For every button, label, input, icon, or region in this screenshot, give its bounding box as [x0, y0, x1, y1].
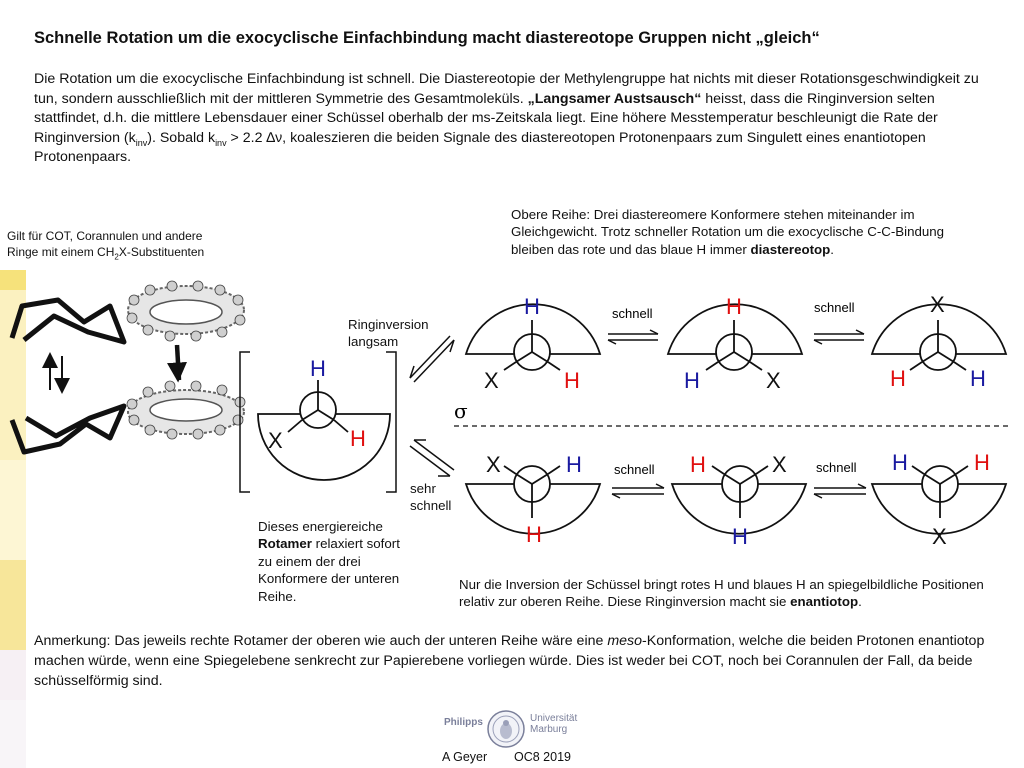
corannulene-equilibrium-arrows	[167, 344, 187, 383]
newman-bottom-3-labels: H H X	[892, 450, 990, 549]
fast-label-top-1: schnell	[612, 306, 653, 321]
footer-author: A Geyer	[442, 750, 488, 764]
transition-bracket	[239, 351, 397, 493]
newman-top-1-labels: H X H	[484, 294, 580, 393]
svg-text:H: H	[684, 368, 700, 393]
left-note: Gilt für COT, Corannulen und andere Ring…	[7, 229, 205, 262]
very-fast-arrows	[409, 439, 455, 477]
svg-text:X: X	[268, 428, 283, 453]
rotamer-caption: Dieses energiereiche Rotamer relaxiert s…	[258, 519, 400, 604]
cot-structure-bottom	[9, 403, 127, 455]
svg-text:X: X	[766, 368, 781, 393]
svg-text:H: H	[690, 452, 706, 477]
svg-text:H: H	[732, 524, 748, 549]
svg-text:H: H	[564, 368, 580, 393]
newman-bottom-3	[870, 465, 1008, 535]
newman-center-labels: H X H	[268, 356, 366, 453]
newman-top-2	[666, 303, 804, 371]
newman-bottom-1-labels: X H H	[486, 452, 582, 547]
newman-center	[257, 380, 391, 481]
fast-label-bottom-1: schnell	[614, 462, 655, 477]
newman-top-3	[870, 303, 1008, 371]
svg-text:H: H	[726, 294, 742, 319]
svg-text:X: X	[932, 524, 947, 549]
footer-course: OC8 2019	[514, 750, 571, 764]
intro-paragraph: Die Rotation um die exocyclische Einfach…	[34, 71, 979, 166]
ring-inversion-arrows	[409, 335, 455, 383]
svg-text:X: X	[484, 368, 499, 393]
svg-text:H: H	[970, 366, 986, 391]
sigma-symbol: σ	[454, 399, 468, 423]
top-arrows-2	[813, 329, 865, 345]
fast-label-bottom-2: schnell	[816, 460, 857, 475]
svg-text:H: H	[524, 294, 540, 319]
university-seal-icon	[487, 710, 525, 748]
svg-text:H: H	[890, 366, 906, 391]
newman-top-2-labels: H H X	[684, 294, 781, 393]
newman-bottom-1	[464, 465, 602, 535]
fast-label-top-2: schnell	[814, 300, 855, 315]
svg-text:H: H	[350, 426, 366, 451]
svg-text:H: H	[566, 452, 582, 477]
svg-text:H: H	[892, 450, 908, 475]
bottom-row-caption: Nur die Inversion der Schüssel bringt ro…	[459, 577, 984, 610]
page-title: Schnelle Rotation um die exocyclische Ei…	[34, 29, 820, 47]
newman-top-3-labels: X H H	[890, 292, 986, 391]
remark-paragraph: Anmerkung: Das jeweils rechte Rotamer de…	[34, 633, 985, 689]
corannulene-structure-top	[126, 280, 246, 342]
svg-text:X: X	[486, 452, 501, 477]
newman-bottom-2	[670, 465, 808, 535]
corannulene-structure-bottom	[126, 380, 246, 440]
logo-philipps: Philipps	[444, 717, 483, 728]
svg-text:H: H	[310, 356, 326, 381]
top-arrows-1	[607, 329, 659, 345]
svg-text:X: X	[930, 292, 945, 317]
sidebar-decoration	[0, 0, 26, 768]
newman-bottom-2-labels: H X H	[690, 452, 787, 549]
svg-text:X: X	[772, 452, 787, 477]
svg-text:H: H	[974, 450, 990, 475]
bottom-arrows-2	[813, 483, 867, 499]
newman-top-1	[464, 303, 602, 371]
svg-text:H: H	[526, 522, 542, 547]
cot-structure-top	[9, 297, 127, 345]
cot-equilibrium-arrows	[42, 352, 70, 394]
top-row-caption: Obere Reihe: Drei diastereomere Konforme…	[511, 207, 945, 257]
bottom-arrows-1	[611, 483, 665, 499]
